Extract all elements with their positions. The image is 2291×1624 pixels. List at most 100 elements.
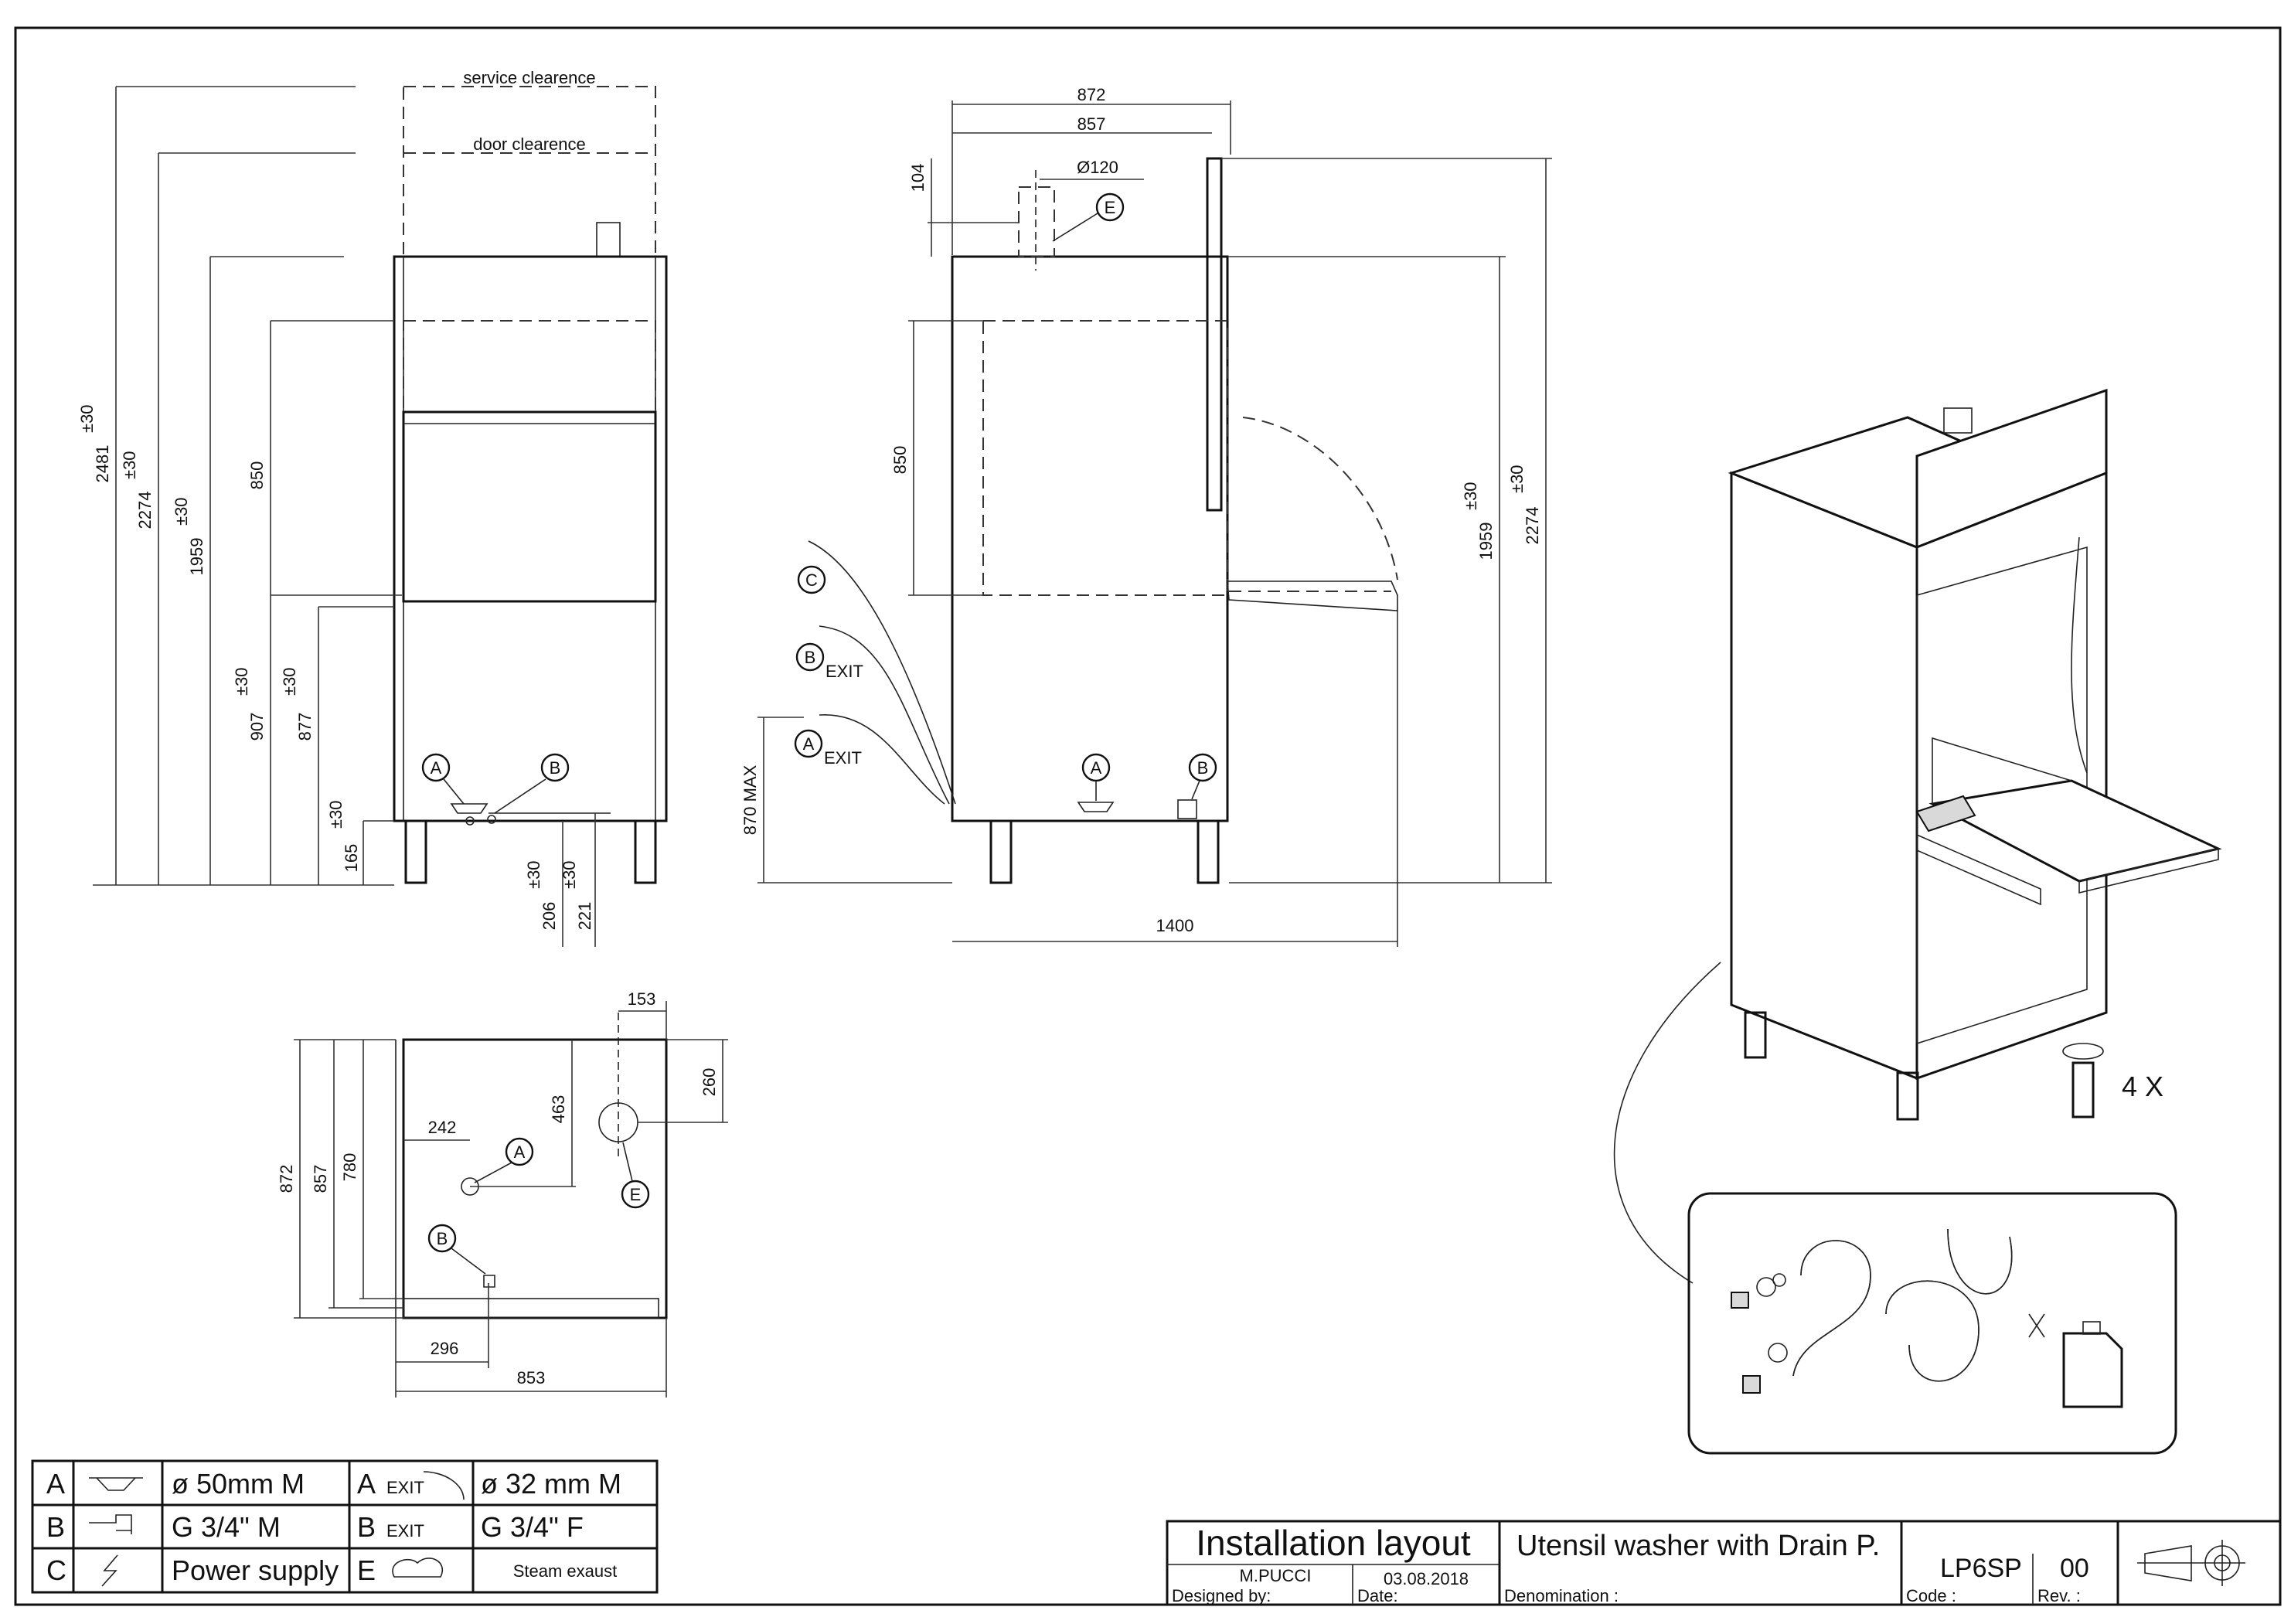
dim-870-max: 870 MAX bbox=[740, 764, 760, 835]
svg-text:EXIT: EXIT bbox=[386, 1478, 424, 1497]
marker-a-front bbox=[421, 753, 451, 782]
dim-221: 221 bbox=[575, 902, 594, 931]
dim-1400: 1400 bbox=[1156, 916, 1194, 935]
svg-text:±30: ±30 bbox=[232, 667, 251, 696]
plan-view: A B E 153 260 242 463 872 857 780 296 bbox=[277, 989, 728, 1398]
dim-104: 104 bbox=[908, 164, 928, 192]
iso-front-opening bbox=[1915, 471, 2108, 1081]
legend-key-a-exit: A bbox=[357, 1468, 376, 1500]
dim-153: 153 bbox=[628, 989, 656, 1009]
hose-b-exit bbox=[819, 625, 950, 805]
front-body bbox=[393, 255, 668, 822]
water-tap-icon bbox=[89, 1514, 132, 1534]
svg-text:A: A bbox=[514, 1142, 526, 1162]
dim-850-side: 850 bbox=[890, 446, 910, 475]
foot-quantity: 4 X bbox=[2122, 1071, 2163, 1102]
legend-spec-b-exit: G 3/4" F bbox=[481, 1511, 584, 1543]
svg-text:Rev. :: Rev. : bbox=[2037, 1586, 2081, 1605]
connections-legend: A ø 50mm M A EXIT ø 32 mm M B G 3/4" M B… bbox=[31, 1459, 659, 1594]
dim-857-side: 857 bbox=[1077, 114, 1106, 134]
side-door-open bbox=[1227, 580, 1398, 611]
door-clearance-label: door clearence bbox=[473, 134, 586, 154]
dim-1959-side: 1959 bbox=[1476, 523, 1496, 560]
dim-diameter-120: Ø120 bbox=[1077, 158, 1118, 177]
iso-spare-foot bbox=[2071, 1061, 2095, 1118]
legend-spec-b: G 3/4" M bbox=[172, 1511, 281, 1543]
product-code: LP6SP bbox=[1940, 1554, 2022, 1583]
drain-kit-frame bbox=[1687, 1192, 2177, 1455]
iso-door-hinge bbox=[2071, 536, 2088, 774]
dim-2274-side: 2274 bbox=[1523, 507, 1542, 545]
svg-text:EXIT: EXIT bbox=[824, 748, 862, 768]
dim-877: 877 bbox=[295, 713, 315, 741]
svg-text:B: B bbox=[550, 758, 561, 778]
svg-text:Designed by:: Designed by: bbox=[1172, 1586, 1271, 1605]
foot-right bbox=[634, 819, 657, 884]
water-drain-icon bbox=[89, 1477, 143, 1491]
dim-242: 242 bbox=[428, 1118, 457, 1137]
dim-2481: 2481 bbox=[93, 445, 112, 483]
dim-850-front: 850 bbox=[247, 461, 267, 490]
svg-text:Code :: Code : bbox=[1906, 1586, 1956, 1605]
dim-872-side: 872 bbox=[1077, 85, 1106, 104]
svg-text:A: A bbox=[1091, 758, 1102, 778]
revision: 00 bbox=[2060, 1554, 2089, 1583]
dim-780: 780 bbox=[340, 1153, 359, 1182]
svg-text:Date:: Date: bbox=[1357, 1586, 1398, 1605]
front-door bbox=[402, 410, 657, 603]
plan-door-edge bbox=[403, 1298, 659, 1319]
denomination: Utensil washer with Drain P. bbox=[1517, 1530, 1880, 1562]
legend-key-e: E bbox=[357, 1554, 376, 1586]
service-clearance-box bbox=[403, 86, 656, 257]
title-block: Installation layout M.PUCCI Designed by:… bbox=[1166, 1520, 2282, 1606]
iso-spray-arm bbox=[1915, 795, 1976, 832]
svg-text:±30: ±30 bbox=[77, 404, 97, 433]
steam-chimney bbox=[596, 222, 621, 257]
drawing-date: 03.08.2018 bbox=[1384, 1569, 1469, 1588]
dim-872-plan: 872 bbox=[277, 1165, 296, 1193]
side-chimney bbox=[1018, 186, 1055, 257]
svg-text:±30: ±30 bbox=[1507, 465, 1527, 493]
dim-206: 206 bbox=[540, 902, 559, 931]
legend-spec-e: Steam exaust bbox=[513, 1561, 618, 1581]
drawing-title: Installation layout bbox=[1196, 1523, 1471, 1563]
dim-1959: 1959 bbox=[187, 538, 206, 576]
legend-key-b: B bbox=[46, 1511, 65, 1543]
legend-spec-a-exit: ø 32 mm M bbox=[481, 1468, 621, 1500]
foot-left bbox=[404, 819, 427, 884]
iso-chimney bbox=[1943, 407, 1973, 434]
svg-text:EXIT: EXIT bbox=[826, 662, 863, 681]
front-view: service clearence door clearence A B bbox=[77, 68, 668, 947]
svg-text:A: A bbox=[803, 734, 815, 754]
svg-text:±30: ±30 bbox=[524, 860, 543, 889]
svg-text:B: B bbox=[1197, 758, 1209, 778]
dim-463: 463 bbox=[549, 1095, 568, 1124]
designer-name: M.PUCCI bbox=[1240, 1566, 1312, 1585]
marker-b-front bbox=[540, 753, 570, 782]
drain-kit-detail bbox=[1687, 1192, 2177, 1455]
svg-text:EXIT: EXIT bbox=[386, 1521, 424, 1541]
iso-side-panel bbox=[1730, 471, 1918, 1081]
legend-key-b-exit: B bbox=[357, 1511, 376, 1543]
svg-text:B: B bbox=[437, 1229, 448, 1248]
legend-spec-a: ø 50mm M bbox=[172, 1468, 305, 1500]
side-back-panel bbox=[1206, 157, 1223, 512]
power-bolt-icon bbox=[101, 1554, 118, 1587]
svg-text:±30: ±30 bbox=[172, 497, 191, 526]
dim-296: 296 bbox=[431, 1339, 459, 1358]
legend-key-c: C bbox=[46, 1554, 66, 1586]
svg-text:C: C bbox=[805, 570, 818, 590]
hose-a-exit bbox=[819, 714, 945, 805]
svg-text:A: A bbox=[431, 758, 442, 778]
plan-chimney-e bbox=[598, 1102, 638, 1142]
door-swing-arc bbox=[1242, 417, 1398, 580]
side-view: A B C B EXIT A EXIT E 872 857 Ø120 104 8… bbox=[740, 85, 1552, 947]
dim-2274: 2274 bbox=[135, 492, 155, 529]
plan-outline bbox=[402, 1038, 668, 1319]
dim-857-plan: 857 bbox=[311, 1165, 330, 1193]
svg-text:E: E bbox=[1105, 198, 1116, 217]
svg-text:E: E bbox=[630, 1185, 642, 1204]
svg-text:±30: ±30 bbox=[1461, 482, 1480, 510]
